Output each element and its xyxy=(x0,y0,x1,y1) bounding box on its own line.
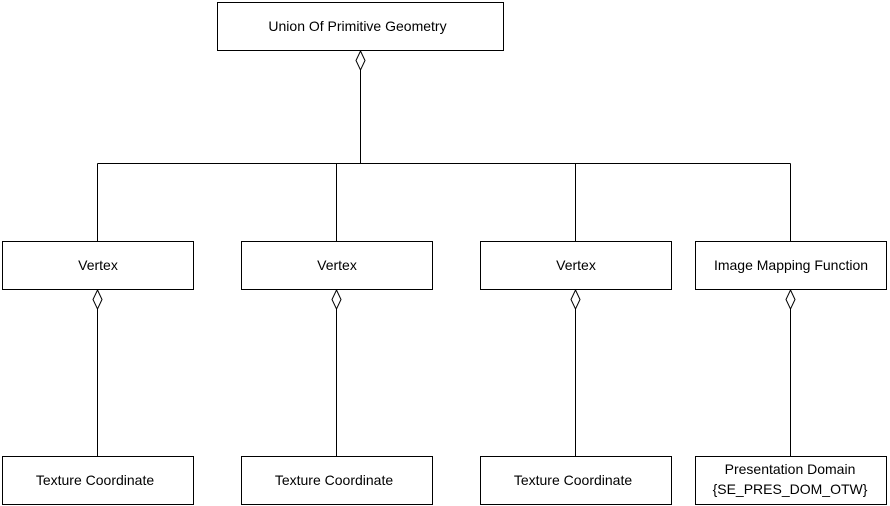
node-box xyxy=(695,456,887,505)
node-vertex-1[interactable]: Vertex xyxy=(2,241,194,290)
node-label: Vertex xyxy=(317,257,357,273)
node-box xyxy=(217,2,504,51)
node-box xyxy=(241,241,433,290)
node-vertex-2[interactable]: Vertex xyxy=(241,241,433,290)
node-box xyxy=(2,456,194,505)
aggregation-diamond-icon xyxy=(331,288,342,311)
node-box xyxy=(241,456,433,505)
node-root[interactable]: Union Of Primitive Geometry xyxy=(217,2,504,51)
node-image-mapping-function[interactable]: Image Mapping Function xyxy=(695,241,887,290)
node-label: Union Of Primitive Geometry xyxy=(268,18,446,34)
node-label-line-1: Presentation Domain xyxy=(725,461,856,477)
node-texture-coordinate-2[interactable]: Texture Coordinate xyxy=(241,456,433,505)
node-label: Image Mapping Function xyxy=(714,257,868,273)
node-texture-coordinate-1[interactable]: Texture Coordinate xyxy=(2,456,194,505)
connectors xyxy=(97,70,791,456)
aggregation-diamond-icon xyxy=(92,288,103,311)
aggregation-diamonds xyxy=(92,49,796,311)
node-presentation-domain[interactable]: Presentation Domain {SE_PRES_DOM_OTW} xyxy=(695,456,887,505)
node-label: Texture Coordinate xyxy=(514,472,633,488)
node-label-line-2: {SE_PRES_DOM_OTW} xyxy=(713,481,868,497)
aggregation-diamond-icon xyxy=(785,288,796,311)
node-box xyxy=(695,241,887,290)
node-box xyxy=(480,456,672,505)
node-vertex-3[interactable]: Vertex xyxy=(480,241,672,290)
node-box xyxy=(480,241,672,290)
node-texture-coordinate-3[interactable]: Texture Coordinate xyxy=(480,456,672,505)
node-label: Vertex xyxy=(78,257,118,273)
aggregation-diamond-icon xyxy=(570,288,581,311)
node-label: Texture Coordinate xyxy=(275,472,394,488)
node-label: Texture Coordinate xyxy=(36,472,155,488)
node-label: Vertex xyxy=(556,257,596,273)
node-box xyxy=(2,241,194,290)
aggregation-diamond-icon xyxy=(355,49,366,72)
